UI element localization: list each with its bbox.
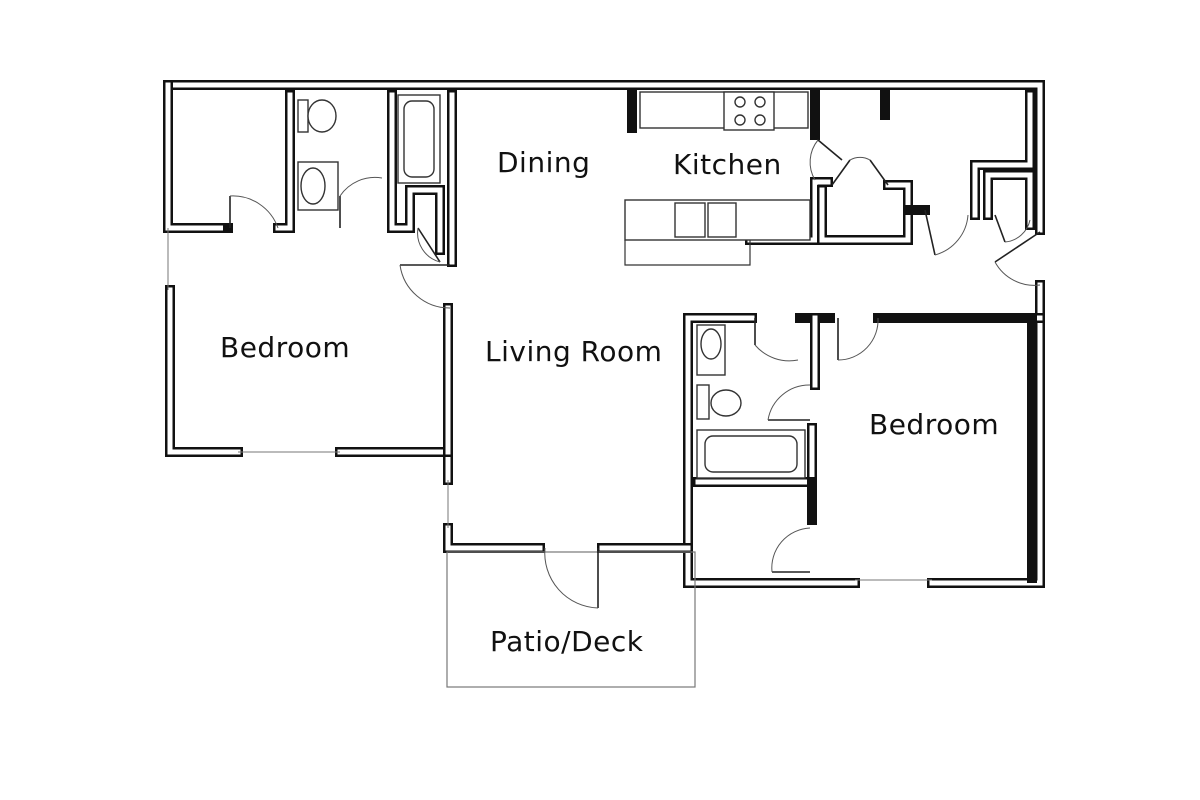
sink-icon: [300, 167, 326, 205]
toilet-icon: [710, 389, 742, 417]
kitchen-sink-icon: [674, 202, 706, 238]
room-label-bedroom-right: Bedroom: [869, 408, 999, 441]
room-label-living-room: Living Room: [485, 335, 662, 368]
room-label-dining: Dining: [497, 146, 590, 179]
burner-icon: [754, 114, 766, 126]
burner-icon: [734, 114, 746, 126]
bathtub-inner-icon: [403, 100, 435, 178]
doors: [229, 139, 1041, 609]
fixtures: [297, 91, 811, 479]
toilet-tank-icon: [297, 99, 309, 133]
room-label-patio: Patio/Deck: [490, 625, 644, 658]
stove-icon: [723, 91, 775, 131]
burner-icon: [734, 96, 746, 108]
room-label-kitchen: Kitchen: [673, 148, 782, 181]
burner-icon: [754, 96, 766, 108]
sink-icon: [700, 328, 722, 360]
room-label-bedroom-left: Bedroom: [220, 331, 350, 364]
toilet-tank-icon: [696, 384, 710, 420]
kitchen-sink-icon: [707, 202, 737, 238]
toilet-icon: [307, 99, 337, 133]
walls: [163, 80, 1045, 588]
bathtub-inner-icon: [704, 435, 798, 473]
patio-outline: [446, 551, 696, 688]
